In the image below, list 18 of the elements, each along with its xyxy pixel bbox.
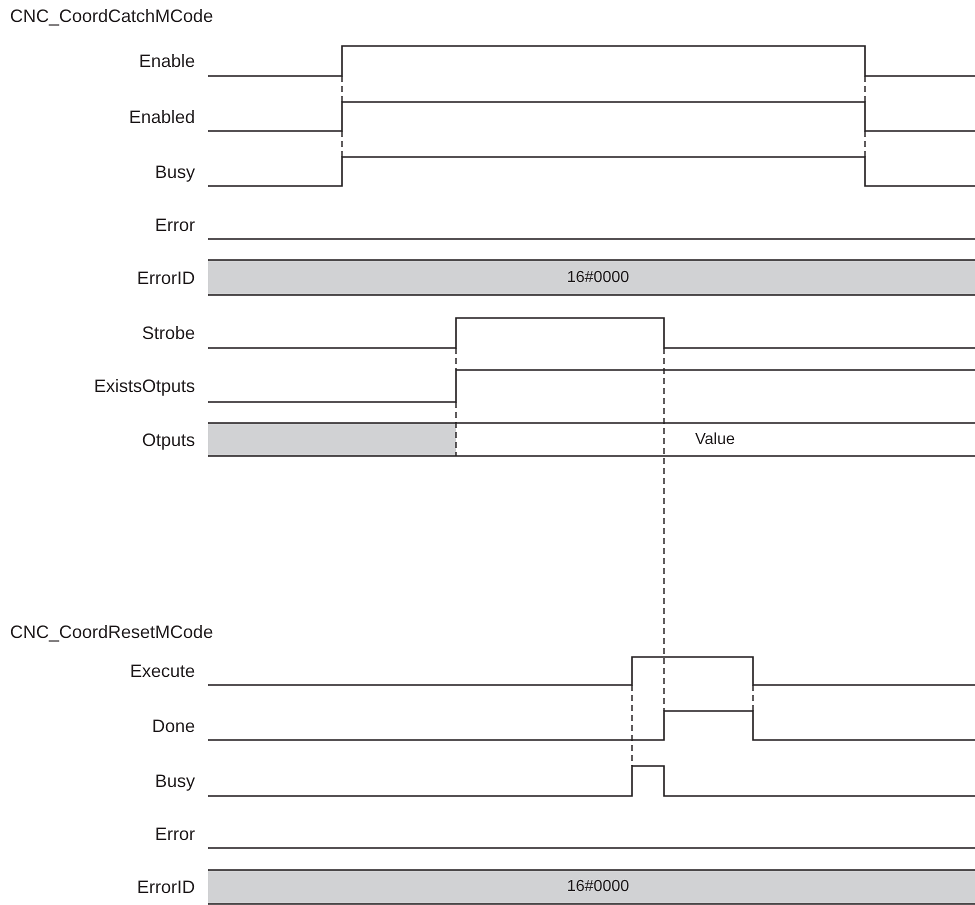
signal-name: Busy	[154, 162, 195, 182]
signal-name: Enabled	[128, 106, 195, 126]
signal-name: ExistsOtputs	[94, 376, 195, 396]
signal-name: Busy	[154, 771, 195, 791]
signal-name: Enable	[138, 51, 195, 71]
signal-name: Otputs	[142, 430, 195, 450]
block-title: CNC_CoordCatchMCode	[10, 6, 214, 26]
signal-name: Execute	[130, 661, 195, 681]
signal-name: ErrorID	[137, 877, 195, 897]
signal-name: Error	[155, 824, 195, 844]
bus-value: Value	[695, 430, 735, 448]
signal-name: ErrorID	[137, 268, 195, 288]
signal-name: Done	[152, 716, 195, 736]
bus-value: 16#0000	[566, 268, 630, 286]
block-title: CNC_CoordResetMCode	[10, 622, 214, 642]
signal-name: Strobe	[142, 323, 195, 343]
signal-name: Error	[155, 214, 195, 234]
bus-value: 16#0000	[566, 878, 630, 896]
